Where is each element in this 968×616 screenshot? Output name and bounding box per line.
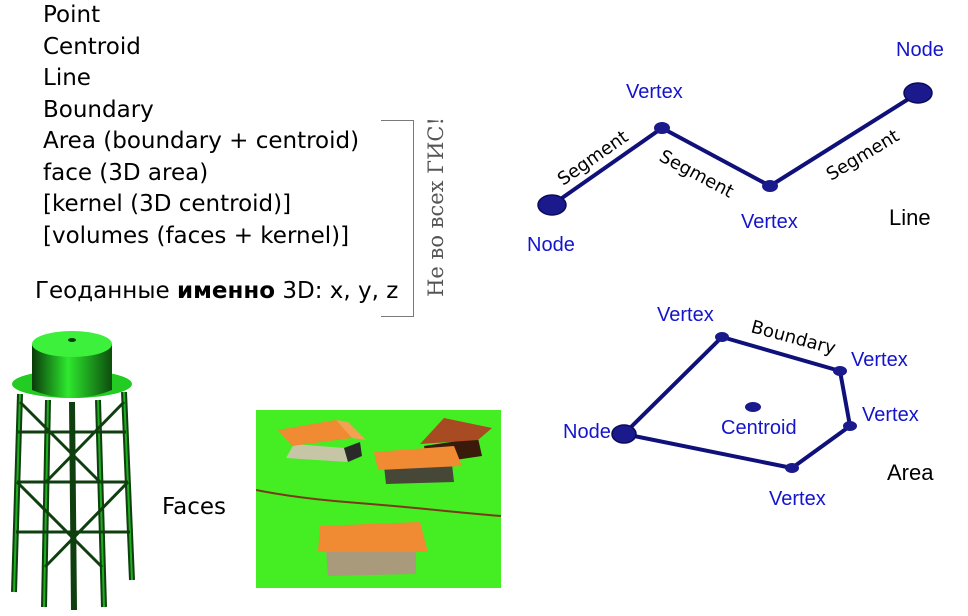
water-tower-illustration	[11, 331, 135, 611]
line-diagram: Node Node Vertex Vertex Segment Segment …	[527, 39, 944, 256]
geodata-3d-statement: Геоданные именно 3D: x, y, z	[35, 278, 398, 304]
line-segment-3-label: Segment	[823, 126, 903, 186]
line-vertex-1-marker	[654, 122, 670, 134]
line-vertex-2-marker	[762, 180, 778, 192]
line-segment-2-label: Segment	[656, 146, 737, 203]
line-caption: Line	[889, 205, 931, 230]
line-node-start-marker	[537, 194, 567, 216]
line-node-end-label: Node	[896, 39, 944, 61]
area-diagram: Node Vertex Vertex Vertex Vertex Centroi…	[563, 304, 934, 510]
term-area: Area (boundary + centroid)	[43, 128, 360, 154]
term-point: Point	[43, 2, 101, 28]
term-centroid: Centroid	[43, 33, 141, 60]
area-vertex-right-marker	[843, 421, 857, 431]
geodata-suffix: 3D: x, y, z	[275, 278, 399, 304]
bracket	[381, 120, 414, 317]
geometry-terms-list: Point Centroid Line Boundary Area (bound…	[43, 0, 359, 252]
area-boundary-label: Boundary	[749, 317, 839, 360]
geodata-prefix: Геоданные	[35, 278, 177, 304]
term-line: Line	[43, 65, 91, 91]
area-vertex-top-marker	[715, 332, 729, 342]
line-vertex-2-label: Vertex	[741, 211, 798, 233]
area-vertex-right-label: Vertex	[862, 404, 919, 426]
geodata-emphasis: именно	[176, 278, 276, 304]
area-vertex-upper-right-marker	[833, 366, 847, 376]
line-node-start-label: Node	[527, 234, 575, 256]
area-vertex-bottom-label: Vertex	[769, 488, 826, 510]
area-node-marker	[611, 424, 637, 444]
faces-label: Faces	[162, 494, 226, 520]
area-centroid-label: Centroid	[721, 417, 797, 439]
area-vertex-bottom-marker	[785, 463, 799, 473]
line-node-end-marker	[903, 82, 933, 104]
area-vertex-upper-right-label: Vertex	[851, 349, 908, 371]
area-vertex-top-label: Vertex	[657, 304, 714, 326]
area-node-label: Node	[563, 421, 611, 443]
term-volumes: [volumes (faces + kernel)]	[43, 222, 350, 249]
area-centroid-marker	[745, 402, 761, 412]
term-kernel: [kernel (3D centroid)]	[43, 191, 292, 217]
term-boundary: Boundary	[43, 96, 154, 123]
area-caption: Area	[887, 460, 934, 485]
terrain-faces-illustration	[256, 410, 501, 588]
term-face: face (3D area)	[43, 159, 209, 186]
line-vertex-1-label: Vertex	[626, 81, 683, 103]
